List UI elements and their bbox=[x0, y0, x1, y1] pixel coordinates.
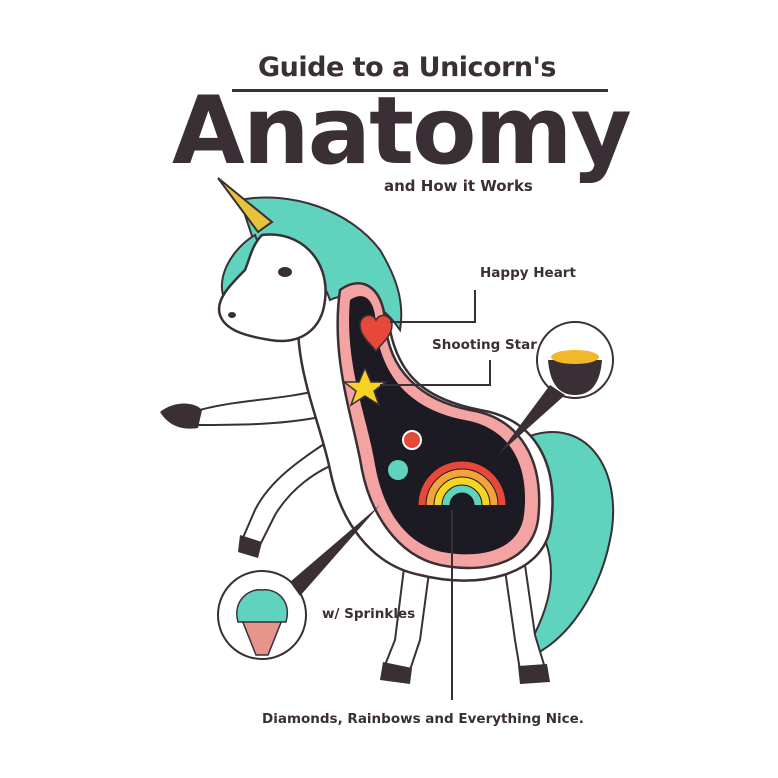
hoof-back-left bbox=[380, 662, 412, 684]
rainbow-band bbox=[434, 477, 490, 506]
label-sprinkles: w/ Sprinkles bbox=[322, 606, 416, 622]
rainbow-band bbox=[442, 485, 482, 506]
star-leader-line bbox=[380, 360, 491, 386]
ice-cream-scoop bbox=[236, 589, 289, 623]
label-shooting-star: Shooting Star bbox=[432, 337, 537, 353]
horn bbox=[217, 177, 274, 234]
hoof-front-upper bbox=[160, 403, 202, 429]
title-rule bbox=[232, 89, 608, 92]
hoof-back-right bbox=[518, 664, 550, 684]
heart-leader-line bbox=[390, 290, 476, 323]
rainbow-band bbox=[426, 469, 498, 506]
page-subtitle: and How it Works bbox=[384, 177, 533, 195]
rainbow-organ bbox=[418, 461, 506, 506]
back-leg-right bbox=[503, 563, 547, 672]
hoof-front-lower bbox=[238, 535, 262, 558]
head bbox=[217, 233, 327, 343]
eye bbox=[278, 267, 292, 277]
ice-cream-bubble-pointer bbox=[290, 505, 380, 596]
heart-organ bbox=[359, 314, 393, 353]
star-organ bbox=[341, 366, 389, 407]
label-diamonds-rainbows: Diamonds, Rainbows and Everything Nice. bbox=[262, 711, 584, 727]
pot-of-gold bbox=[548, 360, 602, 395]
page-title-top: Guide to a Unicorn's bbox=[258, 52, 556, 83]
candy-organ bbox=[402, 430, 422, 450]
gold-bubble-pointer bbox=[498, 385, 565, 455]
label-happy-heart: Happy Heart bbox=[480, 265, 576, 281]
page-title: Anatomy bbox=[172, 77, 632, 186]
nostril bbox=[228, 312, 236, 318]
gold-coins bbox=[551, 350, 599, 364]
ice-cream-organ bbox=[388, 460, 408, 480]
